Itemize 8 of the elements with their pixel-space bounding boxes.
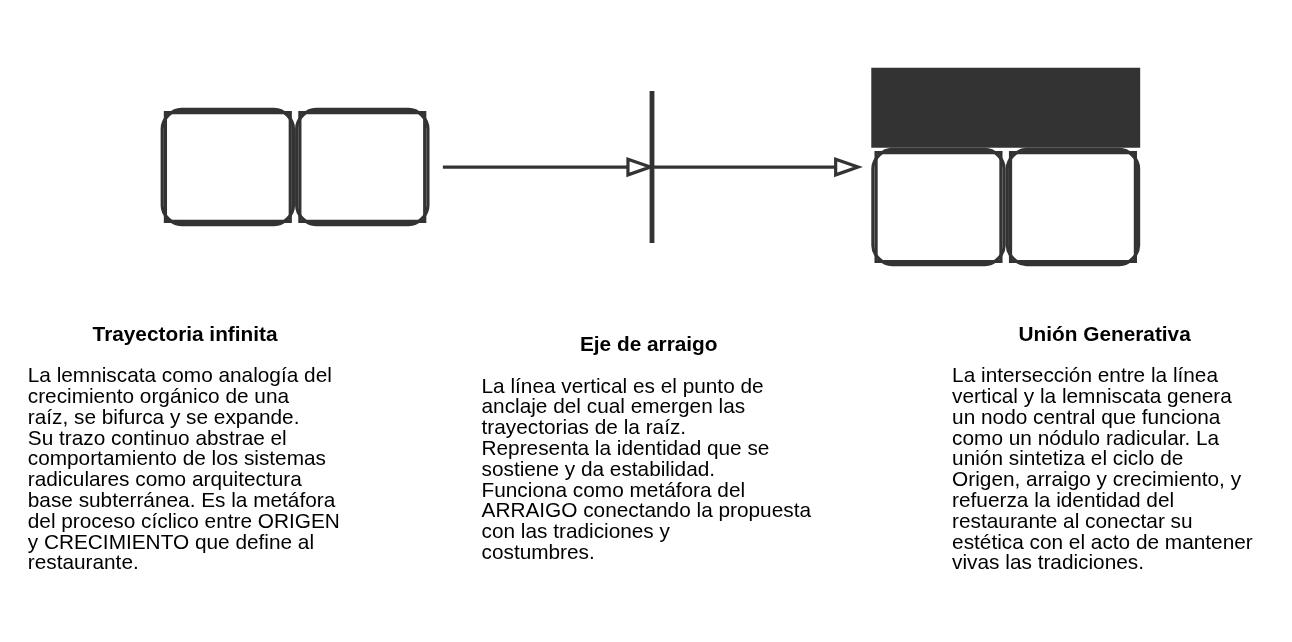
node-line (649, 90, 655, 243)
node-label: La lemniscata como analogía del crecimiento orgánico de una raíz, se bifurca y se expande. Su trazo continuo abstrae el comportamiento de los sistemas radiculares como arquitectura base subterránea. Es la metáfora del proceso cíclico entre ORIGEN y CRECIMIENTO que define al restaurante. (27, 362, 340, 573)
arrow (654, 156, 863, 177)
node-label: La línea vertical es el punto de anclaje del cual emergen las trayectorias de la raíz. Representa la identidad que se sostiene y da estabilidad. Funciona como metáfora del ARRAIGO conectando la propuesta con las tradiciones y costumbres. (481, 373, 812, 563)
node-label: La intersección entre la línea vertical y la lemniscata genera un nodo central que funciona como un nódulo radicular. La unión sintetiza el ciclo de Origen, arraigo y crecimiento, y refuerza la identidad del restaurante al conectar su estética con el acto de mantener vivas las tradiciones. (952, 362, 1253, 573)
node-label: Trayectoria infinita (92, 321, 278, 345)
node-label: Unión Generativa (1018, 321, 1191, 345)
node-label: Eje de arraigo (579, 331, 718, 355)
